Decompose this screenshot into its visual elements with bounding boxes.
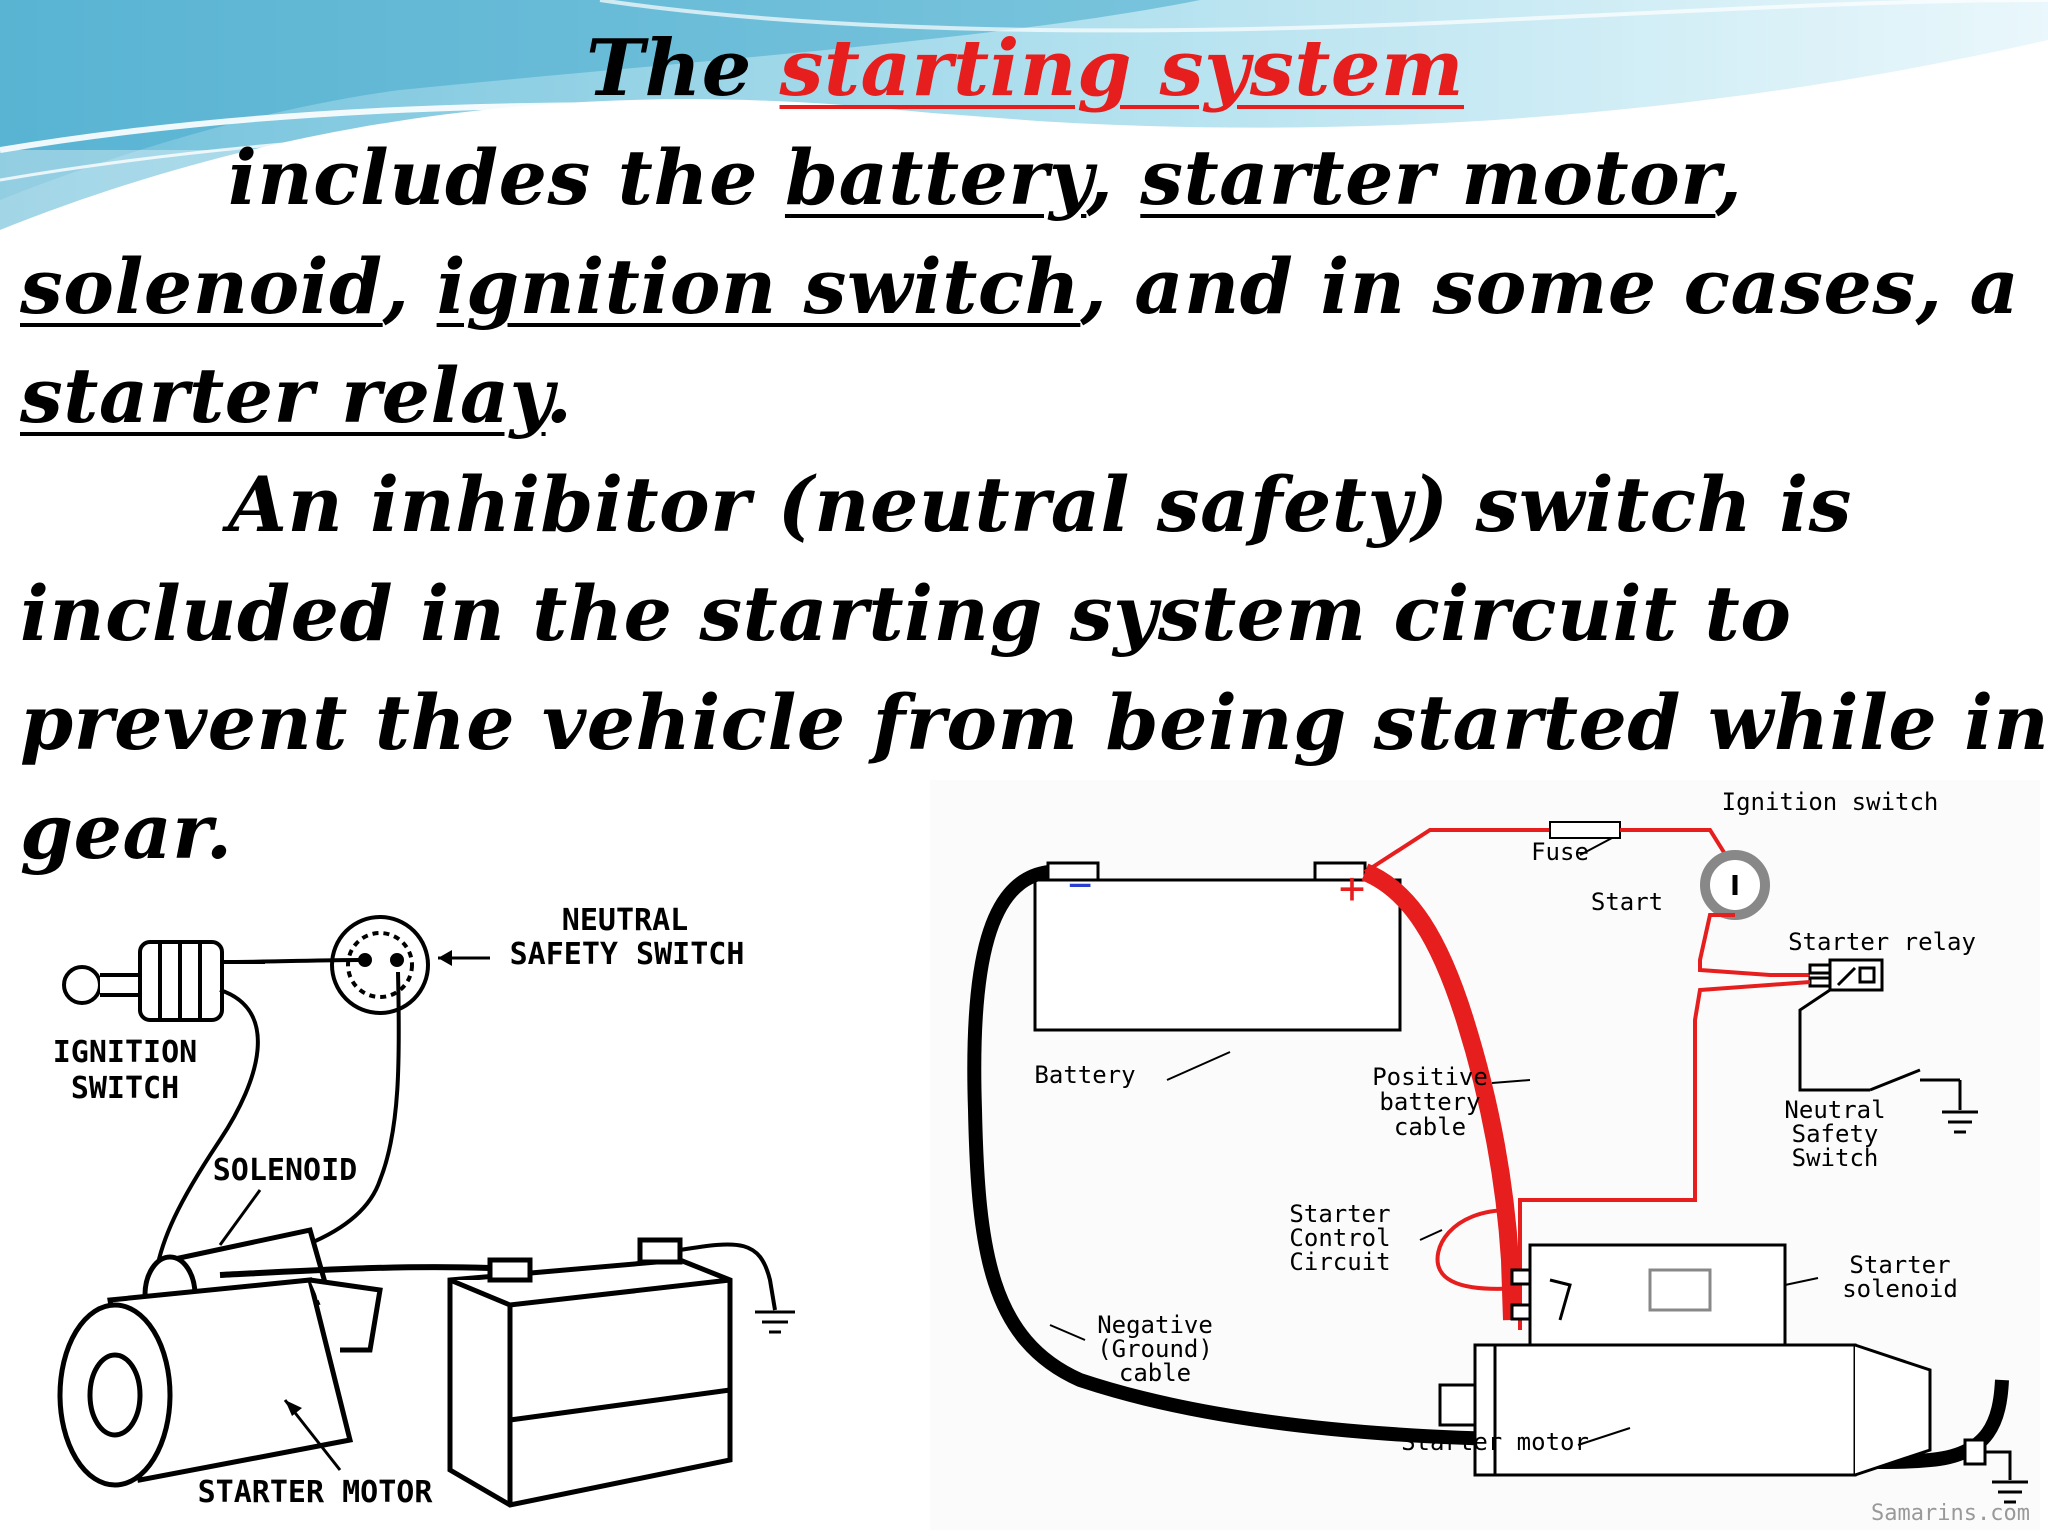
label-starter-relay: Starter relay [1788,928,1976,956]
text-line-1: includes the battery, starter motor, [20,123,2030,232]
term-battery: battery [784,133,1087,222]
text-some-cases: , and in some cases, a [1080,242,2020,331]
battery-drawing [447,1237,733,1508]
comma-2: , [1715,133,1743,222]
label-solenoid-2: solenoid [1842,1275,1958,1303]
starter-relay-symbol [1808,958,1884,992]
label-control-2: Control [1289,1224,1390,1252]
left-diagram-svg: NEUTRAL SAFETY SWITCH IGNITION SWITCH SO… [20,880,810,1520]
term-starter-relay: starter relay [20,351,546,440]
label-starter-motor: STARTER MOTOR [198,1475,434,1510]
label-control-3: Circuit [1289,1248,1390,1276]
text-line-2: solenoid, ignition switch, and in some c… [20,232,2030,341]
text-line-6: prevent the vehicle from being started w… [20,678,2048,767]
label-solenoid: SOLENOID [213,1153,358,1188]
right-diagram: − + [930,780,2040,1530]
right-diagram-svg: − + [930,780,2040,1530]
label-ignition-1: IGNITION [53,1035,198,1070]
text-line-3: starter relay. [20,341,2030,450]
term-solenoid: solenoid [20,242,383,331]
label-start: Start [1591,888,1663,916]
text-includes: includes the [228,133,758,222]
term-starter-motor: starter motor [1140,133,1716,222]
neutral-switch-drawing [330,915,430,1015]
left-diagram: NEUTRAL SAFETY SWITCH IGNITION SWITCH SO… [20,880,810,1520]
label-positive-1: Positive [1372,1063,1488,1091]
label-positive-3: cable [1394,1113,1466,1141]
label-fuse: Fuse [1531,838,1589,866]
label-negative-2: (Ground) [1097,1335,1213,1363]
label-neutral-2: SAFETY SWITCH [510,937,745,972]
slide-text: The starting system includes the battery… [20,14,2048,886]
label-starter-motor: Starter motor [1401,1428,1589,1456]
ignition-switch-drawing [62,940,265,1022]
label-neutral-2: Safety [1792,1120,1879,1148]
label-battery: Battery [1034,1061,1135,1089]
comma-1: , [1086,133,1114,222]
title-prefix: The [585,23,752,114]
starter-solenoid-symbol [1510,1243,1787,1347]
label-positive-2: battery [1379,1088,1480,1116]
slide-title: The starting system [20,14,2030,123]
comma-3: , [382,242,410,331]
battery-plus: + [1339,863,1366,914]
label-solenoid-1: Starter [1849,1251,1950,1279]
label-neutral-3: Switch [1792,1144,1879,1172]
term-ignition-switch: ignition switch [436,242,1081,331]
label-negative-3: cable [1119,1359,1191,1387]
text-line-5: included in the starting system circuit … [20,569,1792,658]
battery-minus: − [1068,862,1092,908]
starter-motor-drawing [57,1227,383,1488]
label-ignition-2: SWITCH [71,1071,179,1106]
title-highlight: starting system [779,23,1465,114]
wave-decoration [0,0,2048,240]
label-negative-1: Negative [1097,1311,1213,1339]
ignition-switch-symbol [1700,850,1770,920]
text-line-7: gear. [20,787,233,876]
battery-symbol [1033,861,1402,1032]
text-line-4: An inhibitor (neutral safety) switch is [228,460,1852,549]
label-control-1: Starter [1289,1200,1390,1228]
label-neutral-1: NEUTRAL [562,903,688,938]
label-neutral-1: Neutral [1784,1096,1885,1124]
watermark: Samarins.com [1871,1501,2030,1526]
period: . [545,351,573,440]
starter-motor-symbol [1438,1343,1987,1477]
label-ignition-switch: Ignition switch [1722,788,1939,816]
